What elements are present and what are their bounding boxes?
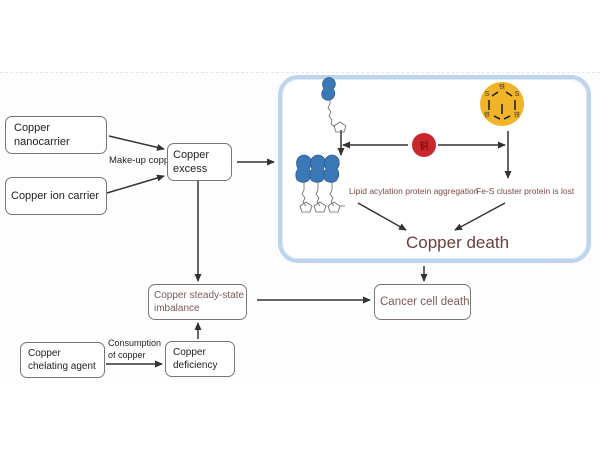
edge-nanocarrier-to-excess: [108, 135, 165, 151]
node-copper-chelating-agent: Copper chelating agent: [20, 342, 105, 378]
node-label: Copper deficiency: [173, 347, 218, 371]
edge-aggregation-to-copper-death: [357, 202, 407, 231]
node-copper-steady-state-imbalance: Copper steady-state imbalance: [148, 284, 247, 320]
node-label: Copper excess: [173, 149, 210, 175]
node-label: Copper chelating agent: [28, 348, 96, 372]
node-copper-deficiency: Copper deficiency: [165, 341, 235, 377]
node-label: Copper nanocarrier: [14, 122, 70, 148]
node-copper-excess: Copper excess: [167, 143, 232, 181]
fe-glyph: 铁: [514, 111, 520, 119]
protein-monomer: [323, 154, 345, 213]
s-glyph: S: [515, 91, 520, 98]
protein-monomer: [295, 154, 313, 213]
lipoylated-protein-icon: [321, 77, 347, 133]
node-label: Copper ion carrier: [11, 190, 100, 202]
edge-fes-loss-to-copper-death: [454, 202, 506, 231]
fe-s-cluster-icon: 铁 S S 铁 铁: [480, 82, 524, 126]
node-copper-ion-carrier: Copper ion carrier: [5, 177, 107, 215]
fe-glyph: 铁: [499, 83, 505, 91]
node-copper-nanocarrier: Copper nanocarrier: [5, 116, 107, 154]
aggregated-proteins-icon: [295, 154, 345, 213]
edge-label-consumption-of-copper: Consumption of copper: [108, 338, 162, 360]
edge-ion-carrier-to-excess: [106, 174, 165, 194]
copper-death-label: Copper death: [406, 233, 510, 252]
copper-ion-glyph: 铜: [419, 140, 428, 152]
node-label: Cancer cell death: [380, 296, 470, 308]
node-cancer-cell-death: Cancer cell death: [374, 284, 471, 320]
lipid-acylation-label: Lipid acylation protein aggregation: [349, 186, 479, 196]
edge-label-make-up-copper: Make-up copper: [109, 155, 178, 166]
fes-cluster-lost-label: Fe-S cluster protein is lost: [476, 186, 575, 196]
s-glyph: S: [485, 91, 490, 98]
copper-ion-icon: 铜: [412, 133, 436, 157]
fe-glyph: 铁: [484, 111, 490, 119]
protein-monomer: [309, 154, 327, 213]
node-label: Copper steady-state imbalance: [154, 290, 245, 314]
